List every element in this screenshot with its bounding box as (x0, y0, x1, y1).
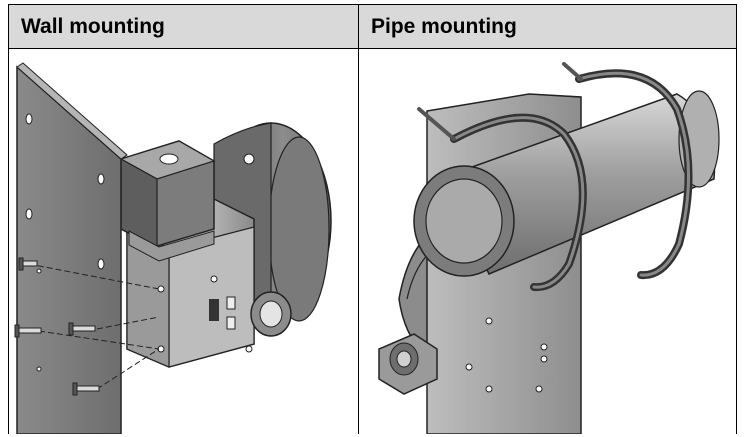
mounting-screws (14, 257, 160, 396)
mounting-table: Wall mounting Pipe mounting (8, 4, 737, 434)
wall-mounting-plate (16, 62, 128, 434)
wall-mounting-cell (8, 48, 359, 434)
header-pipe-mounting: Pipe mounting (358, 4, 737, 49)
illustration-row (8, 48, 737, 434)
connector-plug (119, 140, 216, 262)
pipe-mounting-cell (358, 48, 737, 434)
header-row: Wall mounting Pipe mounting (8, 4, 737, 49)
u-bolts (417, 62, 693, 292)
header-wall-mounting: Wall mounting (8, 4, 359, 49)
pipe-mounting-illustration (378, 62, 720, 434)
cable-gland (250, 291, 292, 337)
wall-mounting-illustration (14, 62, 332, 434)
pressure-fitting (378, 333, 438, 395)
